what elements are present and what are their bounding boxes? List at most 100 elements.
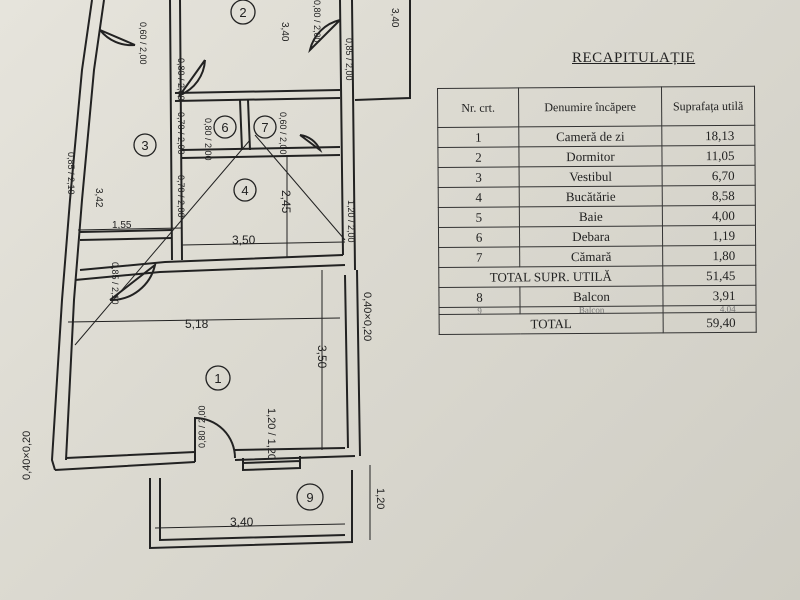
door-arc-bath <box>299 134 323 154</box>
dim-label-350v: 3,50 <box>315 345 329 369</box>
dim-line-340 <box>154 523 346 529</box>
dim-label-040-left: 0,40×0,20 <box>21 431 33 480</box>
wall-top-room1 <box>74 254 346 281</box>
outer-wall-left <box>50 0 93 471</box>
dim-label-518: 5,18 <box>185 317 209 331</box>
room-number-2: 2 <box>239 5 246 20</box>
dim-line-518 <box>67 317 341 323</box>
table-row: 7 Cămară 1,80 <box>438 245 756 268</box>
total-area: 59,40 <box>663 312 757 333</box>
dim-label-342: 3,42 <box>93 188 104 208</box>
cell-name: Bucătărie <box>519 185 663 207</box>
balcony-row: 8 Balcon 3,91 <box>438 285 757 308</box>
cell-nr: 5 <box>438 206 520 228</box>
wall-bath-top <box>174 89 341 102</box>
total-useful-row: TOTAL SUPR. UTILĂ 51,45 <box>438 265 756 288</box>
table-row: 3 Vestibul 6,70 <box>438 165 756 188</box>
table-row: 2 Dormitor 11,05 <box>437 145 756 168</box>
opening-label-4: 0,70 / 2,00 <box>176 175 186 218</box>
door-arc-room2 <box>308 19 341 54</box>
dim-label-120: 1,20 <box>374 488 386 509</box>
room-number-9: 9 <box>306 490 313 505</box>
table-row: 1 Cameră de zi 18,13 <box>437 125 755 148</box>
opening-label-3: 0,60 / 2,00 <box>278 112 288 155</box>
cell-area: 11,05 <box>661 145 756 166</box>
room-circle-2 <box>230 0 256 25</box>
room-number-circles <box>133 0 324 511</box>
cell-name: Vestibul <box>519 165 663 187</box>
opening-label-11: 0,80 / 2,00 <box>312 0 322 43</box>
dim-label-340-top: 3,40 <box>279 22 290 42</box>
total-row: TOTAL 59,40 <box>439 312 757 335</box>
dim-label-155: 1,55 <box>112 220 132 231</box>
table-row: 5 Baie 4,00 <box>438 205 756 228</box>
header-area: Suprafața utilă <box>661 86 755 126</box>
wall-room3-bottom <box>79 229 173 241</box>
dim-line-155 <box>77 227 183 231</box>
room-number-6: 6 <box>221 120 228 135</box>
cell-name: Dormitor <box>518 145 663 167</box>
cell-nr: 2 <box>437 146 520 168</box>
cell-area: 4,00 <box>662 205 756 226</box>
wall-room4-top <box>181 146 341 159</box>
opening-label-10: 0,60 / 2,00 <box>138 22 148 65</box>
cell-nr: 4 <box>438 186 520 208</box>
outer-wall-left-inner <box>65 0 105 461</box>
dim-label-350h: 3,50 <box>232 233 256 247</box>
cell-area: 3,91 <box>662 285 757 306</box>
cell-name: Cameră de zi <box>518 125 662 147</box>
opening-label-8: 1,20 / 1,20 <box>265 408 277 460</box>
dim-line-diag <box>74 134 346 346</box>
balcony-outline <box>149 470 353 550</box>
wall-bottom-room1 <box>54 447 356 471</box>
cell-nr: 7 <box>438 246 520 268</box>
cell-area: 1,19 <box>662 225 756 246</box>
room-circle-1 <box>205 365 231 391</box>
opening-label-5: 1,20 / 2,00 <box>346 200 356 243</box>
room-circle-7 <box>253 115 277 139</box>
window-bottom <box>242 456 301 472</box>
wall-vertical-center <box>339 0 356 271</box>
room-circle-9 <box>296 483 324 511</box>
cell-area: 6,70 <box>662 165 756 186</box>
header-nr: Nr. crt. <box>437 87 519 128</box>
room-circle-3 <box>133 133 157 157</box>
total-useful-area: 51,45 <box>662 265 756 286</box>
opening-label-9: 0,80 / 2,00 <box>197 405 207 448</box>
room-circle-6 <box>213 115 237 139</box>
dim-label-340-top-right: 3,40 <box>389 8 400 28</box>
cell-name: Cămară <box>519 245 663 267</box>
opening-label-2: 0,70 / 2,00 <box>176 112 186 155</box>
table-row: 6 Debara 1,19 <box>438 225 756 248</box>
room-number-4: 4 <box>241 183 248 198</box>
cell-area: 1,80 <box>662 245 756 266</box>
cell-name: Debara <box>519 225 663 247</box>
cell-nr: 1 <box>437 126 519 148</box>
door-arc-vestibule <box>99 29 136 47</box>
opening-label-7: 0,85 / 2,10 <box>110 262 120 305</box>
room-number-7: 7 <box>261 120 268 135</box>
header-name: Denumire încăpere <box>518 86 662 127</box>
opening-label-0: 0,85 / 2,00 <box>344 38 354 81</box>
room-number-3: 3 <box>141 138 148 153</box>
wall-bath-mid <box>239 99 251 151</box>
dim-line-350h <box>181 241 346 246</box>
door-arc-room1 <box>194 416 236 462</box>
cell-nr: 8 <box>438 286 521 308</box>
wall-right-room1 <box>344 269 361 457</box>
wall-vertical-vestibule <box>169 0 183 261</box>
room-number-1: 1 <box>214 371 221 386</box>
door-arc-mid <box>177 59 206 98</box>
opening-label-12: 0,80 / 2,00 <box>203 118 213 161</box>
wall-room2-right <box>354 0 411 101</box>
table-row: 4 Bucătărie 8,58 <box>438 185 756 208</box>
opening-label-1: 0,80 / 2,00 <box>176 58 186 101</box>
cell-name: Balcon <box>519 285 664 307</box>
total-label: TOTAL <box>439 312 664 335</box>
table-header-row: Nr. crt. Denumire încăpere Suprafața uti… <box>437 86 755 128</box>
dim-label-245: 2,45 <box>279 190 293 214</box>
total-useful-label: TOTAL SUPR. UTILĂ <box>438 265 663 288</box>
cell-name: Baie <box>519 205 663 227</box>
cell-nr: 6 <box>438 226 520 248</box>
